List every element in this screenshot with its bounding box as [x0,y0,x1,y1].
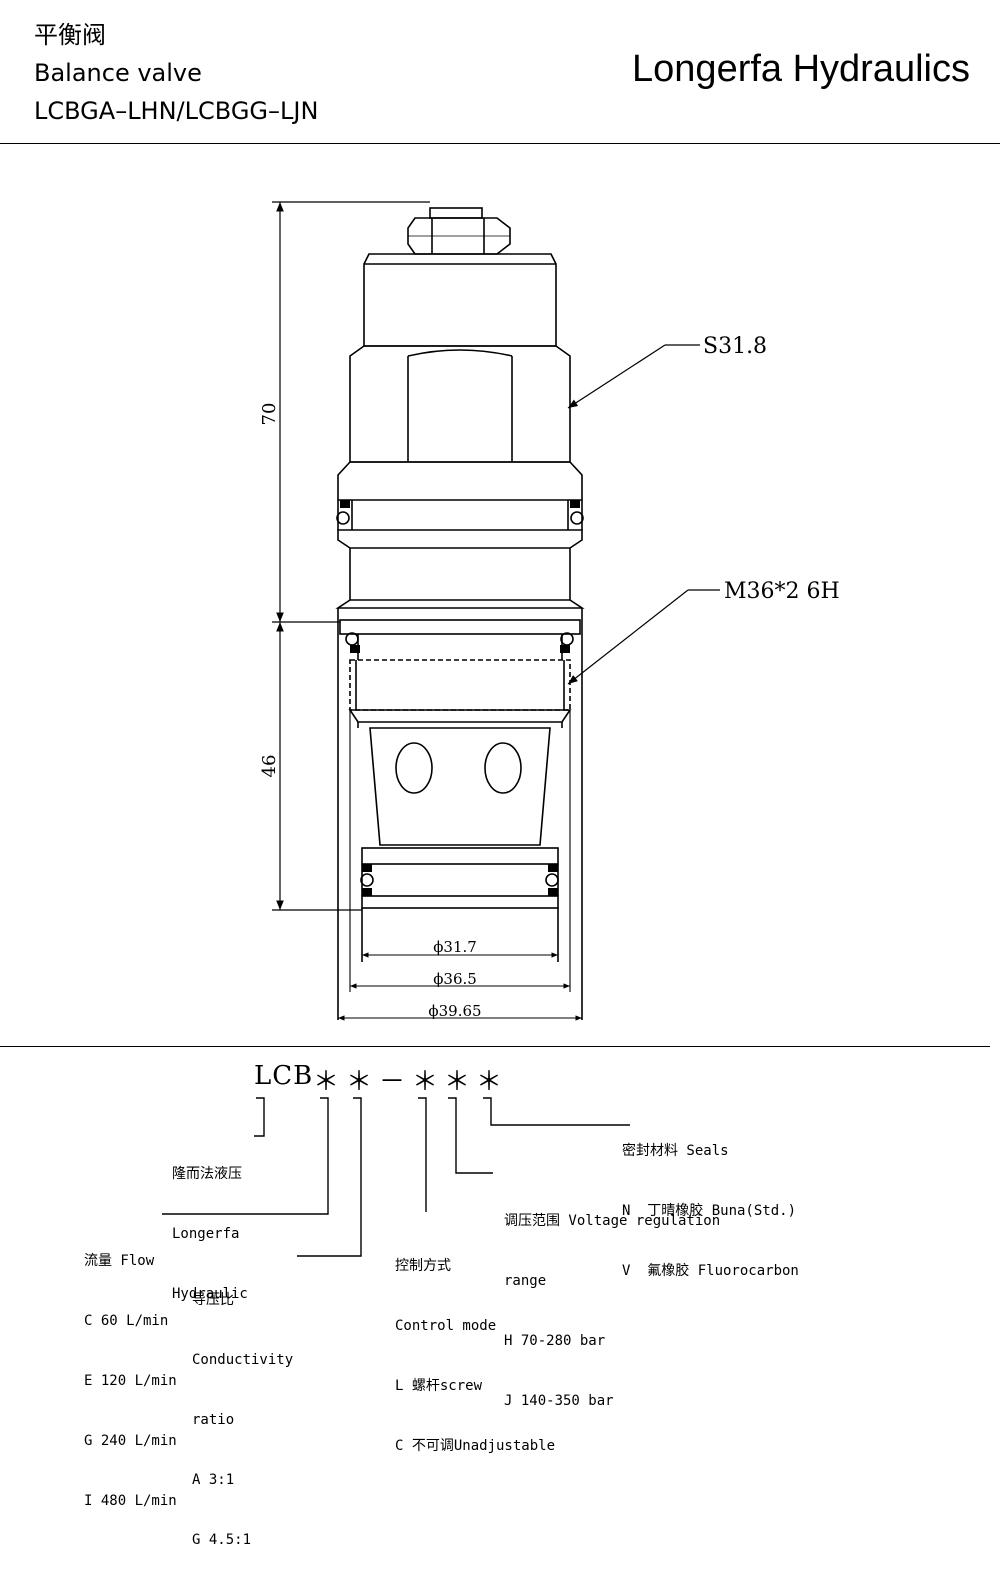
diameter-dimensions [338,710,582,1021]
code-prefix: LCB [254,1061,314,1091]
legend-pressure: 调压范围 Voltage regulation range H 70-280 b… [504,1171,720,1431]
title-chinese: 平衡阀 [34,21,106,49]
code-pressure: ＊ [444,1067,472,1097]
legend-ratio-title: ratio [192,1412,235,1428]
upper-seal-section [335,461,585,1020]
legend-flow-option: C 60 L/min [84,1313,169,1329]
port-hole-right [484,742,522,794]
o-rings [336,500,584,896]
thread-label: M36*2 6H [724,579,840,604]
valve-drawing: 70 46 S31.8 M36*2 6H ϕ31.7 ϕ36.5 ϕ39.65 [259,201,840,1021]
legend-control-option: L 螺杆screw [395,1378,483,1394]
dim-height-bottom-label: 46 [259,755,280,778]
code-control: ＊ [412,1067,440,1097]
header-divider [0,143,1000,144]
legend-control-title: 控制方式 [395,1258,451,1274]
legend-ratio-title: 导压比 [192,1292,234,1308]
legend-brand-line: 隆而法液压 [172,1166,242,1182]
code-leaders [162,1097,630,1257]
legend-flow-title: 流量 Flow [84,1253,155,1269]
title-english: Balance valve [34,59,202,87]
legend-pressure-option: H 70-280 bar [504,1333,606,1349]
legend-flow: 流量 Flow C 60 L/min E 120 L/min G 240 L/m… [84,1211,177,1531]
legend-control-option: C 不可调Unadjustable [395,1438,556,1454]
legend-flow-option: I 480 L/min [84,1493,177,1509]
legend-pressure-title: range [504,1273,547,1289]
dim-height-top-label: 70 [259,403,280,426]
dia-1-label: ϕ31.7 [433,938,477,956]
brand-name: Longerfa Hydraulics [632,48,970,90]
legend-brand-line: Hydraulic [172,1286,248,1302]
legend-seals: 密封材料 Seals N 丁晴橡胶 Buna(Std.) V 氟橡胶 Fluor… [622,1101,799,1301]
model-numbers: LCBGA–LHN/LCBGG–LJN [34,97,319,125]
dia-2-label: ϕ36.5 [433,970,477,988]
legend-ratio-option: A 3:1 [192,1472,235,1488]
thread-leader [567,589,720,685]
code-seals: ＊ [476,1067,504,1097]
legend-brand: 隆而法液压 Longerfa Hydraulic [172,1124,248,1324]
code-flow: ＊ [313,1067,341,1097]
legend-pressure-title: 调压范围 Voltage regulation [504,1213,721,1229]
legend-seals-title: 密封材料 Seals [622,1143,729,1159]
legend-brand-line: Longerfa [172,1226,240,1242]
legend-ratio-title: Conductivity [192,1352,294,1368]
port-hole-left [395,742,433,794]
section-divider [0,1046,990,1047]
dia-3-label: ϕ39.65 [428,1002,481,1020]
legend-ratio: 导压比 Conductivity ratio A 3:1 G 4.5:1 [192,1250,293,1570]
hex-size-leader [567,344,700,409]
height-dimensions [272,201,430,911]
legend-seals-option: N 丁晴橡胶 Buna(Std.) [622,1203,797,1219]
adjust-nut [407,207,511,255]
legend-pressure-option: J 140-350 bar [504,1393,614,1409]
legend-flow-option: G 240 L/min [84,1433,177,1449]
legend-seals-option: V 氟橡胶 Fluorocarbon [622,1263,799,1279]
legend-flow-option: E 120 L/min [84,1373,177,1389]
legend-control-title: Control mode [395,1318,497,1334]
code-ratio: ＊ [346,1067,374,1097]
header-block: 平衡阀 Balance valve LCBGA–LHN/LCBGG–LJN [34,16,318,130]
hex-size-label: S31.8 [703,334,767,359]
legend-ratio-option: G 4.5:1 [192,1532,252,1548]
code-dash: － [379,1067,407,1097]
